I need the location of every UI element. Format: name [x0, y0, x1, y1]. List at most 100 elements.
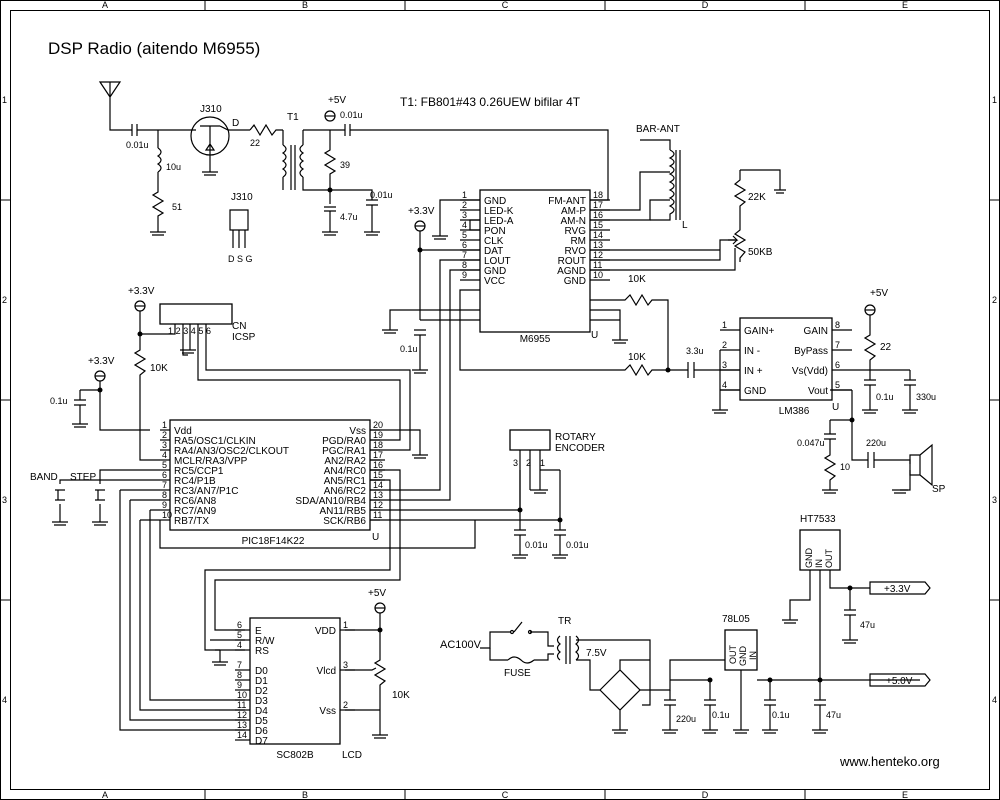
rf-5v-label: +5V	[328, 95, 346, 106]
lm386-rpin-label-7: ByPass	[794, 346, 828, 357]
m6955-lpin-label-4: PON	[484, 226, 506, 237]
rvo-circuit: 22K 50KB	[590, 169, 786, 271]
pic-body	[169, 419, 371, 531]
ht-pin-gnd: GND	[804, 548, 814, 569]
drain-label: D	[232, 118, 239, 129]
m6955-lpin-label-2: LED-K	[484, 206, 514, 217]
j310-pkg-label: J310	[231, 192, 253, 203]
m6955-rpin-label-14: RM	[570, 236, 586, 247]
pic-rpin-num-18: 18	[373, 440, 383, 450]
step-label: STEP	[70, 472, 96, 483]
lcd-lpin-num-6: 6	[237, 620, 242, 630]
lcd-lpin-num-13: 13	[237, 720, 247, 730]
lcd-lpin-num-4: 4	[237, 640, 242, 650]
encoder-pin2: 2	[526, 458, 531, 468]
r10k-b-value: 10K	[628, 352, 646, 363]
ht-pin-out: OUT	[824, 549, 834, 569]
pic-lpin-num-5: 5	[162, 460, 167, 470]
pic-rpin-num-11: 11	[373, 510, 382, 520]
c-m6955-value: 0.1u	[400, 344, 418, 354]
m6955-rpin-label-10: GND	[564, 276, 586, 287]
pic-lpin-num-3: 3	[162, 440, 167, 450]
m6955-33v-label: +3.3V	[408, 206, 435, 217]
lcd-lpin-num-5: 5	[237, 630, 242, 640]
m6955-rpin-label-17: AM-P	[561, 206, 586, 217]
bar-antenna: BAR-ANT L	[590, 124, 688, 231]
lm386-rpin-num-7: 7	[835, 340, 840, 350]
r78-name: 78L05	[722, 614, 750, 625]
lm386-corner: U	[832, 402, 839, 413]
m6955-rpin-label-18: FM-ANT	[548, 196, 586, 207]
m6955-lpin-num-7: 7	[462, 250, 467, 260]
c0047u-value: 0.047u	[797, 438, 825, 448]
pic-rpin-num-13: 13	[373, 490, 383, 500]
junction-icsp	[137, 331, 143, 337]
pic-rpin-label-16: AN4/RC0	[324, 466, 367, 477]
pic-lpin-num-1: 1	[162, 420, 167, 430]
c-psu-b-value: 0.1u	[772, 710, 790, 720]
lm386-lpin-label-4: GND	[744, 386, 766, 397]
lcd-rpin-num-1: 1	[343, 620, 348, 630]
lm386-lpin-num-3: 3	[722, 360, 727, 370]
pic-corner: U	[372, 532, 379, 543]
junction-psu-b	[767, 677, 773, 683]
col-label-b-bottom: B	[302, 790, 308, 800]
lcd-lpin-label-11: D4	[255, 706, 268, 717]
m6955-rpin-label-16: AM-N	[560, 216, 586, 227]
junction-psu-a	[707, 677, 713, 683]
c-enc-b-value: 0.01u	[566, 540, 589, 550]
lcd-rpin-num-2: 2	[343, 700, 348, 710]
pic-rpin-num-20: 20	[373, 420, 383, 430]
pic-rpin-label-17: AN2/RA2	[324, 456, 366, 467]
m6955-lpin-num-2: 2	[462, 200, 467, 210]
c-enc-a-value: 0.01u	[525, 540, 548, 550]
pic-lpin-num-8: 8	[162, 490, 167, 500]
pic-lpin-label-4: MCLR/RA3/VPP	[174, 456, 248, 467]
col-label-d: D	[702, 0, 709, 10]
m6955-rpin-num-17: 17	[593, 200, 603, 210]
lm386-name: LM386	[779, 406, 810, 417]
lm386-rpin-label-8: GAIN	[804, 326, 828, 337]
r10-value: 10	[840, 462, 850, 472]
col-label-e: E	[902, 0, 908, 10]
lm386-lpin-num-4: 4	[722, 380, 727, 390]
junction-pon	[417, 247, 423, 253]
pic-lpin-label-5: RC5/CCP1	[174, 466, 224, 477]
lcd-name: SC802B	[276, 750, 314, 761]
junction-audio	[665, 367, 671, 373]
icsp-pin-6: 6	[206, 326, 211, 336]
lcd-rpin-label-3: Vlcd	[317, 666, 336, 677]
col-label-a-bottom: A	[102, 790, 108, 800]
icsp-pin-5: 5	[198, 326, 203, 336]
pic-name: PIC18F14K22	[242, 536, 305, 547]
lcd-lpin-label-8: D1	[255, 676, 268, 687]
lcd-lpin-label-7: D0	[255, 666, 268, 677]
m6955-corner: U	[591, 330, 598, 341]
m6955-ic: M6955 U 1GND2LED-K3LED-A4PON5CLK6DAT7LOU…	[460, 189, 610, 345]
pic-lpin-num-10: 10	[162, 510, 172, 520]
pic-lpin-num-4: 4	[162, 450, 167, 460]
lcd-lpin-label-12: D5	[255, 716, 268, 727]
m6955-rpin-label-11: AGND	[557, 266, 586, 277]
col-label-c-bottom: C	[502, 790, 509, 800]
lcd-lpin-label-10: D3	[255, 696, 268, 707]
r22k-value: 22K	[748, 192, 766, 203]
j310-label: J310	[200, 104, 222, 115]
junction-vout	[849, 417, 855, 423]
icsp-33v-label: +3.3V	[128, 286, 155, 297]
r10k-a-value: 10K	[628, 274, 646, 285]
r78-pin-out: OUT	[728, 645, 738, 665]
c-fm-value: 0.01u	[340, 110, 363, 120]
m6955-lpin-num-9: 9	[462, 270, 467, 280]
lm386-lpin-label-1: GAIN+	[744, 326, 774, 337]
lm386-rpin-label-6: Vs(Vdd)	[792, 366, 828, 377]
pic-lpin-label-3: RA4/AN3/OSC2/CLKOUT	[174, 446, 289, 457]
ht-pin-in: IN	[814, 559, 824, 568]
icsp-pin-1: 1	[168, 326, 173, 336]
r22-amp-value: 22	[880, 342, 892, 353]
row-label-3: 3	[2, 495, 7, 505]
lcd-lpin-label-14: D7	[255, 736, 268, 747]
encoder-line2: ENCODER	[555, 443, 605, 454]
